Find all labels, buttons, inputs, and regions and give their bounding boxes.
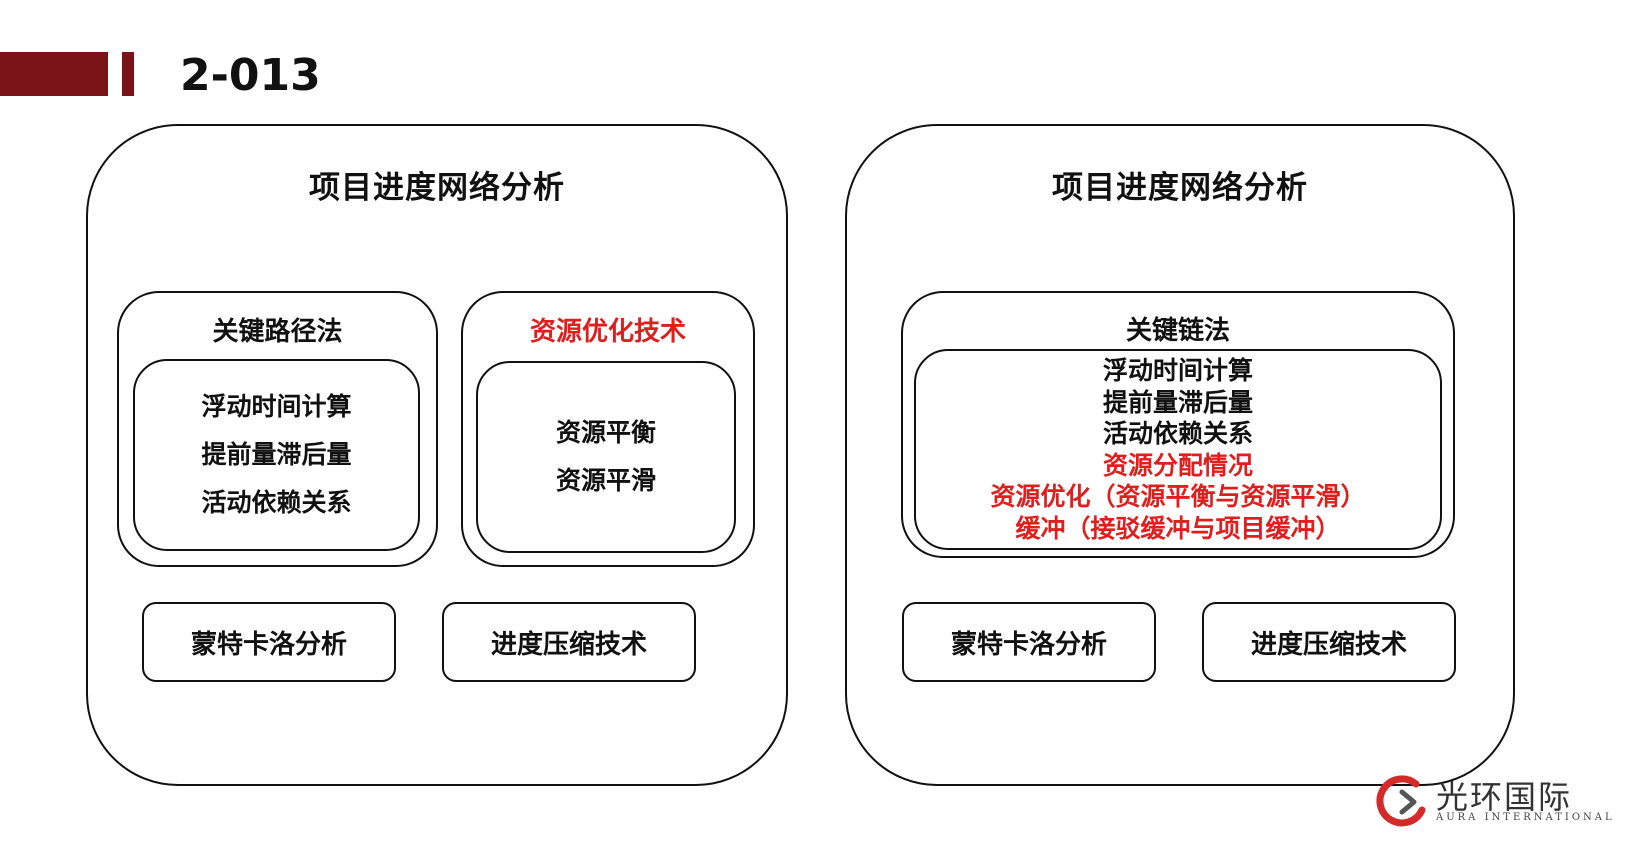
ccm-item-dependencies: 活动依赖关系 (1102, 419, 1253, 448)
right-compression-box: 进度压缩技术 (1202, 602, 1456, 682)
ccm-title: 关键链法 (1125, 316, 1230, 346)
ccm-item-buffers: 缓冲（接驳缓冲与项目缓冲） (1015, 513, 1341, 543)
right-monte-carlo-box: 蒙特卡洛分析 (902, 602, 1156, 682)
ccm-item-float: 浮动时间计算 (1102, 356, 1253, 385)
title-accent-bar (0, 52, 108, 96)
aura-logo-icon (1376, 775, 1426, 827)
cpm-item-dependencies: 活动依赖关系 (201, 488, 352, 517)
ccm-group (901, 291, 1455, 558)
resource-opt-group (461, 291, 755, 567)
cpm-items-box: 浮动时间计算 提前量滞后量 活动依赖关系 (133, 359, 420, 551)
ccm-items-box: 浮动时间计算 提前量滞后量 活动依赖关系 资源分配情况 资源优化（资源平衡与资源… (914, 349, 1442, 550)
cpm-item-lead-lag: 提前量滞后量 (201, 440, 352, 469)
logo-name-cn: 光环国际 (1436, 778, 1573, 816)
resource-opt-item-leveling: 资源平衡 (555, 418, 656, 447)
left-panel-title: 项目进度网络分析 (309, 170, 565, 206)
ccm-item-resource-allocation: 资源分配情况 (1102, 450, 1253, 480)
right-panel (845, 124, 1515, 786)
right-panel-title: 项目进度网络分析 (1052, 170, 1308, 206)
left-monte-carlo-box: 蒙特卡洛分析 (142, 602, 396, 682)
cpm-title: 关键路径法 (212, 317, 343, 347)
slide-title: 2-013 (180, 50, 321, 101)
ccm-item-lead-lag: 提前量滞后量 (1102, 387, 1253, 417)
resource-opt-items-box: 资源平衡 资源平滑 (476, 361, 736, 553)
resource-opt-title: 资源优化技术 (529, 317, 686, 347)
resource-opt-item-smoothing: 资源平滑 (555, 466, 656, 495)
title-accent-bar-thin (122, 52, 134, 96)
left-compression-box: 进度压缩技术 (442, 602, 696, 682)
logo-name-en: AURA INTERNATIONAL (1436, 812, 1615, 823)
cpm-item-float: 浮动时间计算 (201, 392, 352, 421)
ccm-item-resource-optimization: 资源优化（资源平衡与资源平滑） (990, 482, 1366, 511)
cpm-group (117, 291, 438, 567)
